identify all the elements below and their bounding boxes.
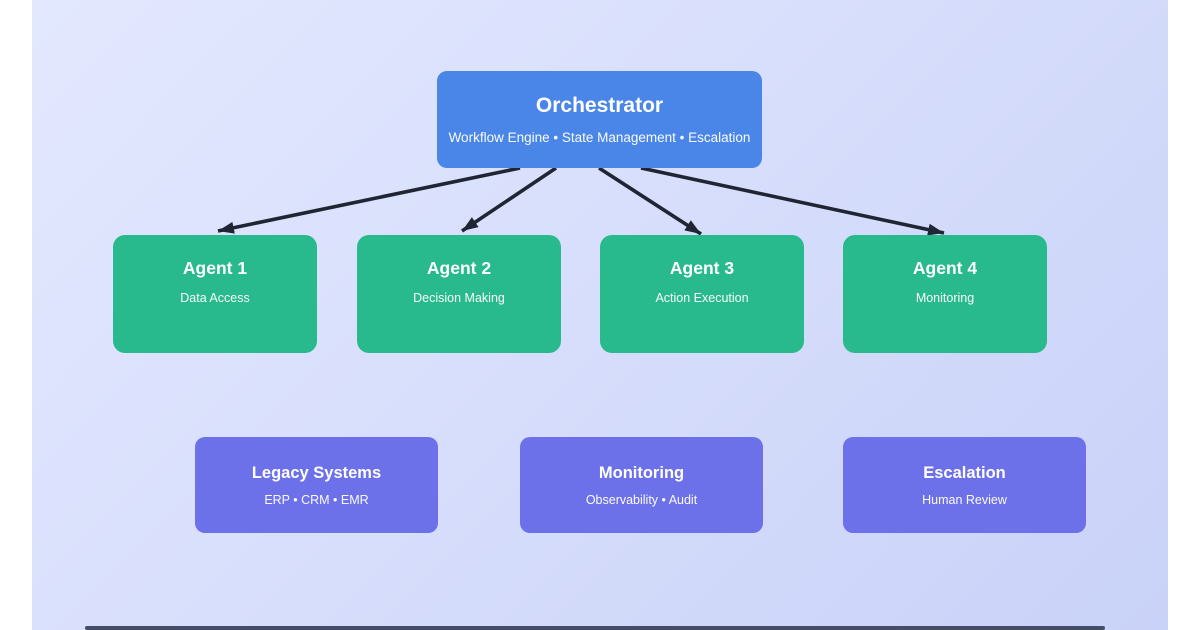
node-subtitle: Observability • Audit [585,492,698,507]
node-subtitle: Monitoring [915,291,975,305]
node-title: Monitoring [598,463,685,482]
node-subtitle: ERP • CRM • EMR [264,492,369,507]
node-subtitle: Workflow Engine • State Management • Esc… [448,130,751,145]
node-agent-4: Agent 4 Monitoring [843,235,1047,353]
node-subtitle: Decision Making [413,291,505,305]
node-title: Agent 4 [912,258,978,278]
node-subtitle: Human Review [922,492,1007,507]
node-title: Agent 3 [669,258,735,278]
node-orchestrator: Orchestrator Workflow Engine • State Man… [437,71,762,168]
node-agent-3: Agent 3 Action Execution [600,235,804,353]
node-subtitle: Action Execution [655,291,749,305]
node-title: Agent 2 [426,258,492,278]
node-subtitle: Data Access [180,291,250,305]
node-agent-1: Agent 1 Data Access [113,235,317,353]
node-title: Escalation [923,463,1006,482]
node-agent-2: Agent 2 Decision Making [357,235,561,353]
node-escalation: Escalation Human Review [843,437,1086,533]
node-monitoring: Monitoring Observability • Audit [520,437,763,533]
node-legacy-systems: Legacy Systems ERP • CRM • EMR [195,437,438,533]
node-title: Agent 1 [182,258,248,278]
node-title: Legacy Systems [251,463,382,482]
node-title: Orchestrator [535,94,664,117]
bottom-edge-bar [85,626,1105,630]
